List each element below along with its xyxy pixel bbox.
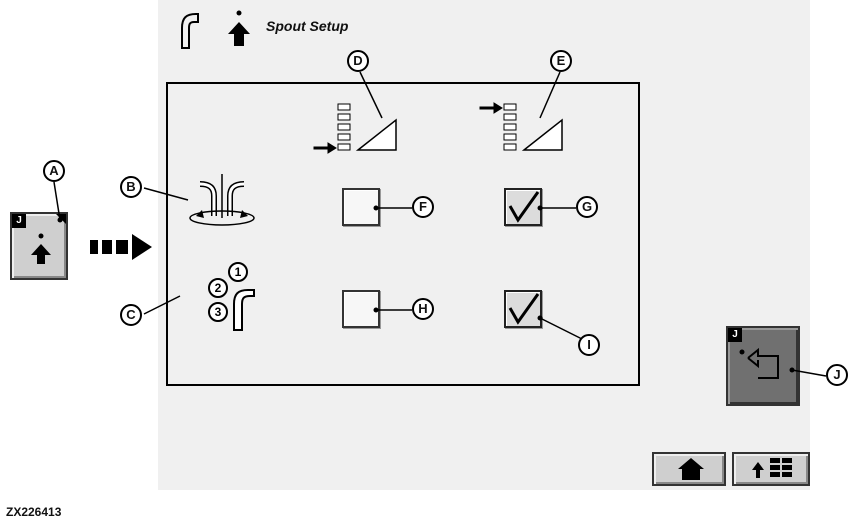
menu-button[interactable]: [732, 452, 810, 486]
menu-icon: [752, 458, 792, 478]
callout-d: D: [347, 50, 369, 72]
callout-a: A: [43, 160, 65, 182]
home-button[interactable]: [652, 452, 726, 486]
callout-g: G: [576, 196, 598, 218]
callout-i: I: [578, 334, 600, 356]
return-arrow-icon: [739, 347, 779, 379]
spout-icon: [181, 13, 199, 49]
callout-b: B: [120, 176, 142, 198]
softkey-badge: J: [12, 214, 26, 228]
callout-a-leader: [53, 181, 63, 223]
bar-graph-lower-icon: [313, 103, 397, 154]
spout-sequence-icon: 1 2 3: [208, 262, 255, 331]
callout-c: C: [120, 304, 142, 326]
sequence-number-1: 1: [235, 265, 242, 279]
page-title: Spout Setup: [266, 18, 349, 34]
checkmark-icon: [508, 191, 540, 223]
title-bar: Spout Setup: [158, 0, 810, 60]
checkbox-rotate-lower[interactable]: [342, 188, 380, 226]
spout-setup-softkey[interactable]: J: [10, 212, 68, 280]
sequence-number-3: 3: [215, 305, 222, 319]
checkmark-icon: [508, 293, 540, 325]
dashed-arrow-icon: [90, 234, 152, 260]
callout-j: J: [826, 364, 848, 386]
up-arrow-icon: [228, 10, 250, 46]
checkbox-rotate-upper[interactable]: [504, 188, 542, 226]
checkbox-sequence-upper[interactable]: [504, 290, 542, 328]
callout-e: E: [550, 50, 572, 72]
softkey-badge: J: [728, 328, 742, 342]
settings-panel: 1 2 3: [166, 82, 640, 386]
checkbox-sequence-lower[interactable]: [342, 290, 380, 328]
sequence-number-2: 2: [215, 281, 222, 295]
spout-rotate-icon: [189, 174, 255, 226]
callout-f: F: [412, 196, 434, 218]
callout-h: H: [412, 298, 434, 320]
up-arrow-icon: [31, 233, 51, 264]
home-icon: [678, 458, 704, 480]
return-softkey[interactable]: J: [726, 326, 800, 406]
display-screen: Spout Setup: [158, 0, 810, 490]
figure-code: ZX226413: [6, 505, 62, 519]
bar-graph-upper-icon: [479, 102, 563, 151]
